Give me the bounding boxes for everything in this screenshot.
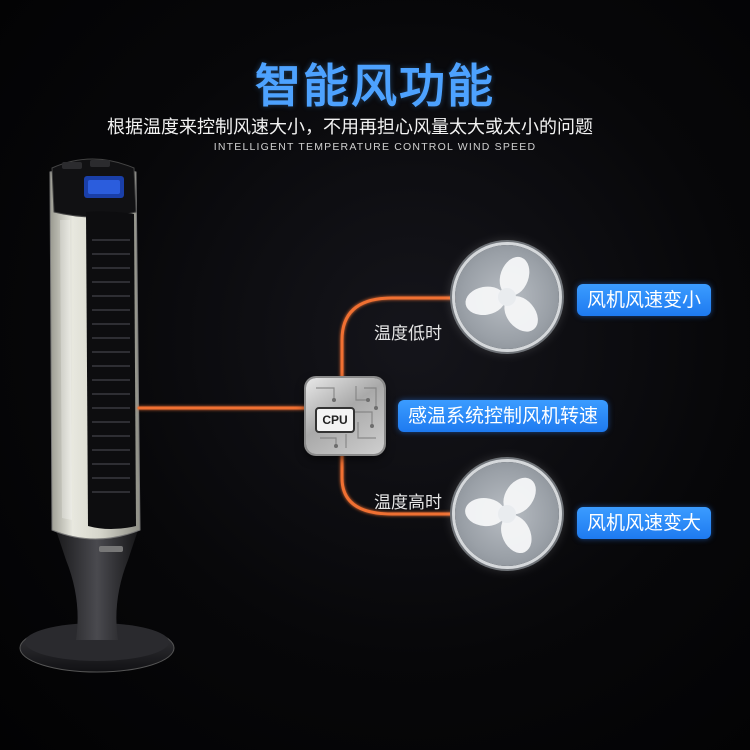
connector-cpu-to-slow-fan <box>340 296 458 380</box>
connector-cpu-to-fast-fan <box>340 452 458 516</box>
fan-blade-icon <box>455 245 559 349</box>
page-title: 智能风功能 <box>255 59 495 113</box>
cpu-chip-icon: CPU <box>306 378 384 454</box>
fan-speed-fast-caption: 风机风速变大 <box>577 507 712 539</box>
fan-blades-slow <box>465 256 538 332</box>
low-temperature-label: 温度低时 <box>374 324 442 344</box>
fan-blades-fast <box>465 477 536 554</box>
page-subtitle-english: INTELLIGENT TEMPERATURE CONTROL WIND SPE… <box>213 141 537 153</box>
page-subtitle: 根据温度来控制风速大小，不用再担心风量太大或太小的问题 <box>107 117 593 138</box>
circuit-traces <box>316 386 378 448</box>
fan-speed-slow-caption: 风机风速变小 <box>577 284 712 316</box>
cpu-label: CPU <box>315 407 355 433</box>
sensor-control-caption: 感温系统控制风机转速 <box>398 400 609 432</box>
high-temperature-label: 温度高时 <box>374 493 442 513</box>
fan-blade-icon <box>455 462 559 566</box>
